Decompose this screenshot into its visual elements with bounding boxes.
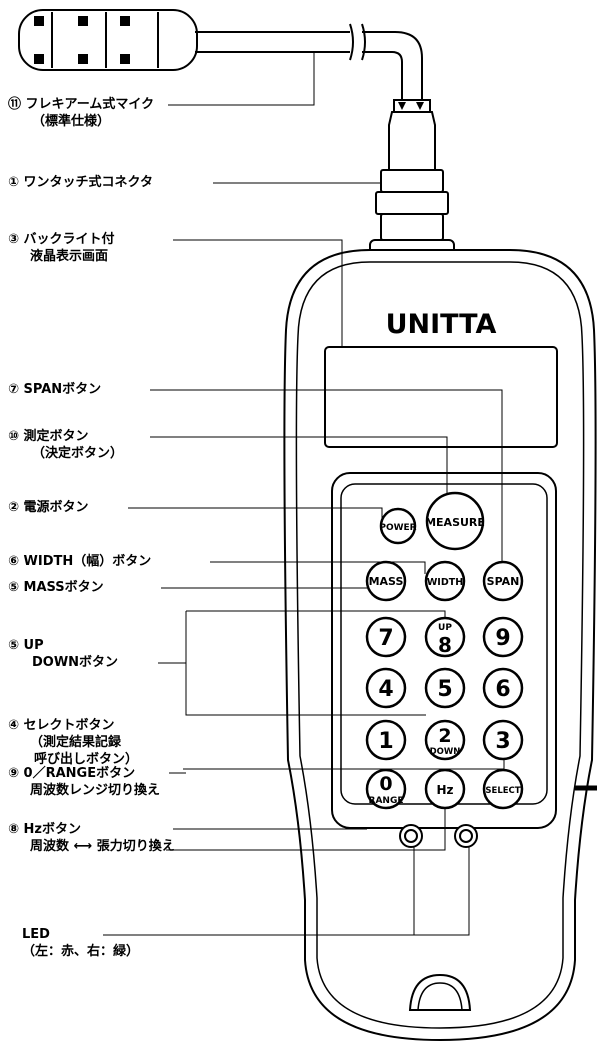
label-display: ③ バックライト付液晶表示画面: [8, 232, 115, 264]
label-select: ④ セレクトボタン（測定結果記録呼び出しボタン）: [8, 718, 139, 767]
span-button[interactable]: [482, 560, 524, 602]
power-button[interactable]: [379, 507, 417, 545]
label-microphone: ⑪ フレキアーム式マイク（標準仕様）: [8, 97, 155, 129]
key-6-label: 6: [495, 677, 510, 702]
key-9[interactable]: [482, 616, 524, 658]
label-width: ⑥ WIDTH（幅）ボタン: [8, 554, 152, 569]
connector: [369, 111, 455, 265]
power-key-label: POWER: [379, 523, 416, 533]
key-5[interactable]: [424, 667, 466, 709]
down-key-label: DOWN: [430, 747, 461, 757]
label-hz: ⑧ Hzボタン周波数 ⟷ 張力切り換え: [8, 822, 175, 854]
select-key-label: SELECT: [485, 786, 520, 796]
key-8-label: 8: [438, 633, 452, 657]
label-span: ⑦ SPANボタン: [8, 382, 102, 397]
key-3[interactable]: [482, 719, 524, 761]
key-4[interactable]: [365, 667, 407, 709]
label-power: ② 電源ボタン: [8, 500, 89, 515]
select-button[interactable]: [482, 768, 524, 810]
width-key-label: WIDTH: [427, 577, 463, 588]
microphone-head: [18, 9, 198, 71]
label-measure: ⑩ 測定ボタン（決定ボタン）: [8, 429, 124, 461]
key-4-label: 4: [378, 677, 393, 702]
led-green: [454, 824, 478, 848]
lanyard-hole: [408, 973, 472, 1011]
key-5-label: 5: [437, 677, 452, 702]
up-key-label: UP: [438, 623, 452, 633]
flexible-arm: [195, 23, 431, 113]
key-0-label: 0: [379, 773, 392, 795]
key-2-down[interactable]: [424, 719, 466, 761]
span-key-label: SPAN: [487, 575, 520, 588]
label-led: LED（左：赤、右：緑）: [22, 927, 140, 959]
measure-button[interactable]: [425, 491, 485, 551]
label-mass: ⑤ MASSボタン: [8, 580, 104, 595]
led-red: [399, 824, 423, 848]
hz-key-label: Hz: [436, 783, 453, 797]
mass-key-label: MASS: [369, 575, 404, 588]
key-2-label: 2: [438, 725, 451, 747]
key-7[interactable]: [365, 616, 407, 658]
key-3-label: 3: [495, 729, 510, 754]
lcd-display: [324, 346, 558, 448]
label-connector: ① ワンタッチ式コネクタ: [8, 175, 154, 190]
key-1[interactable]: [365, 719, 407, 761]
key-0-range[interactable]: [365, 768, 407, 810]
key-6[interactable]: [482, 667, 524, 709]
brand-logo: UNITTA: [386, 309, 497, 340]
key-9-label: 9: [495, 626, 510, 651]
key-7-label: 7: [378, 626, 393, 651]
leader-lines: [103, 52, 505, 936]
key-1-label: 1: [378, 729, 393, 754]
range-key-label: RANGE: [369, 796, 404, 806]
width-button[interactable]: [424, 560, 466, 602]
label-range: ⑨ 0／RANGEボタン周波数レンジ切り換え: [8, 766, 161, 798]
measure-key-label: MEASURE: [425, 516, 485, 529]
